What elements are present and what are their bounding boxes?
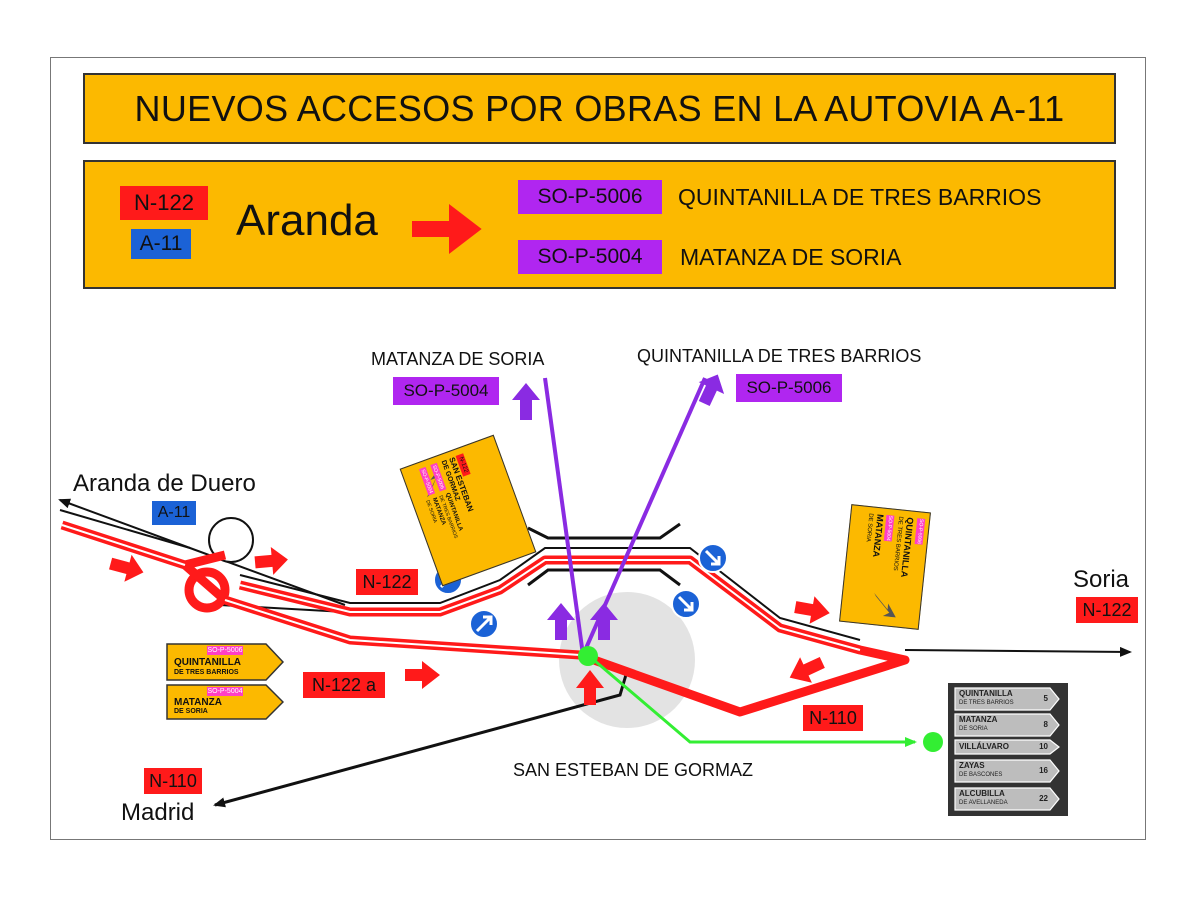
distance-sign-km: 8 [1043, 720, 1048, 729]
arrow-up-icon-3 [590, 603, 618, 640]
distance-sign-km: 5 [1043, 694, 1048, 703]
upper-road-edge [239, 547, 861, 641]
arrow-east-icon [109, 554, 144, 582]
distance-sign-row: ALCUBILLA DE AVELLANEDA 22 [954, 787, 1060, 811]
soria-city-label: Soria [1073, 566, 1130, 593]
distance-sign-km: 22 [1039, 794, 1048, 803]
sign-code-tag: SO-P-5004 [207, 687, 243, 696]
aranda-city-label: Aranda de Duero [73, 470, 256, 497]
sign-code-b: SO-P-5004 [883, 514, 895, 542]
n110-road-badge: N-110 [803, 705, 863, 731]
road-to-madrid-arrow [213, 667, 630, 808]
distance-sign-name: ALCUBILLA [959, 789, 1005, 798]
roundabout-top [208, 517, 254, 563]
distance-sign-row: VILLÁLVARO 10 [954, 739, 1060, 755]
sign-code-tag: SO-P-5006 [207, 646, 243, 655]
sign-line2: DE SORIA [174, 708, 208, 715]
sign-line2: DE TRES BARRIOS [174, 669, 239, 676]
direction-sign-matanza: SO-P-5004 MATANZA DE SORIA [166, 684, 284, 720]
madrid-city-label: Madrid [121, 799, 195, 826]
n122a-road-badge: N-122 a [303, 672, 385, 698]
distance-sign-name: MATANZA [959, 715, 998, 724]
n122-road-badge: N-122 [356, 569, 418, 595]
arrow-west-icon [789, 656, 825, 683]
quintanilla-label: QUINTANILLA DE TRES BARRIOS [637, 346, 922, 366]
legend-route-dest-2: MATANZA DE SORIA [680, 244, 902, 270]
a11-to-aranda-arrow [58, 498, 191, 549]
distance-sign-name: ZAYAS [959, 761, 985, 770]
arrow-up-icon-1 [512, 383, 540, 420]
roundabout-bottom [184, 567, 230, 613]
distance-sign-row: MATANZA DE SORIA 8 [954, 713, 1060, 737]
distance-sign-sub: DE SORIA [959, 726, 988, 732]
distance-sign-sub: DE BASCONES [959, 772, 1003, 778]
road-to-soria-arrow [904, 646, 1132, 657]
arrow-east-icon-4 [794, 596, 830, 624]
matanza-code-badge: SO-P-5004 [393, 377, 499, 405]
arrow-icon [874, 593, 896, 618]
legend-route-dest-1: QUINTANILLA DE TRES BARRIOS [678, 184, 1042, 210]
distance-sign-row: ZAYAS DE BASCONES 16 [954, 759, 1060, 783]
distance-sign-name: VILLÁLVARO [959, 742, 1009, 751]
detour-centerline [239, 559, 861, 651]
distance-sign-name: QUINTANILLA [959, 689, 1013, 698]
arrow-up-icon-2 [547, 603, 575, 640]
local-link-road [587, 653, 917, 747]
page-title: NUEVOS ACCESOS POR OBRAS EN LA AUTOVIA A… [83, 73, 1116, 144]
red-direction-arrows [109, 546, 830, 705]
madrid-n110-badge: N-110 [144, 768, 202, 794]
arrow-east-icon-2 [254, 546, 288, 575]
quintanilla-code-badge: SO-P-5006 [736, 374, 842, 402]
direction-sign-quintanilla: SO-P-5006 QUINTANILLA DE TRES BARRIOS [166, 643, 284, 681]
detour-sign-left: N-122 SAN ESTEBAN DE GORMAZ SO-P-5006 SO… [399, 434, 537, 587]
legend-city: Aranda [236, 196, 378, 245]
junction-point [578, 646, 598, 666]
distance-sign-km: 10 [1039, 742, 1048, 751]
sign-code-a: SO-P-5006 [914, 518, 926, 545]
purple-direction-arrows [512, 374, 725, 640]
legend-n122-badge: N-122 [120, 186, 208, 220]
detour-sign-right: SO-P-5006 QUINTANILLA DE TRES BARRIOS SO… [839, 504, 931, 630]
so-p-5004-road [543, 377, 585, 656]
distance-sign-sub: DE TRES BARRIOS [959, 700, 1014, 706]
legend-route-code-2: SO-P-5004 [518, 240, 662, 274]
destination-point [923, 732, 943, 752]
town-label: SAN ESTEBAN DE GORMAZ [513, 760, 754, 780]
soria-n122-badge: N-122 [1076, 597, 1138, 623]
legend-route-code-1: SO-P-5006 [518, 180, 662, 214]
arrow-east-icon-3 [405, 661, 440, 689]
distance-sign-km: 16 [1039, 766, 1048, 775]
matanza-label: MATANZA DE SORIA [371, 349, 545, 369]
distance-sign-row: QUINTANILLA DE TRES BARRIOS 5 [954, 687, 1060, 711]
legend-a11-badge: A-11 [131, 229, 191, 259]
arrow-up-right-icon [698, 374, 725, 407]
map-frame [50, 57, 1146, 840]
title-text: NUEVOS ACCESOS POR OBRAS EN LA AUTOVIA A… [134, 87, 1065, 129]
distance-sign-sub: DE AVELLANEDA [959, 800, 1008, 806]
bridge-rail-top [527, 522, 681, 540]
aranda-a11-badge: A-11 [152, 501, 196, 525]
bridge-rail-bottom [527, 568, 681, 587]
roundabout-link [183, 550, 227, 570]
arrow-north-icon [576, 670, 604, 705]
sign-line1: QUINTANILLA [174, 657, 242, 668]
sign-line1: MATANZA [174, 697, 222, 708]
